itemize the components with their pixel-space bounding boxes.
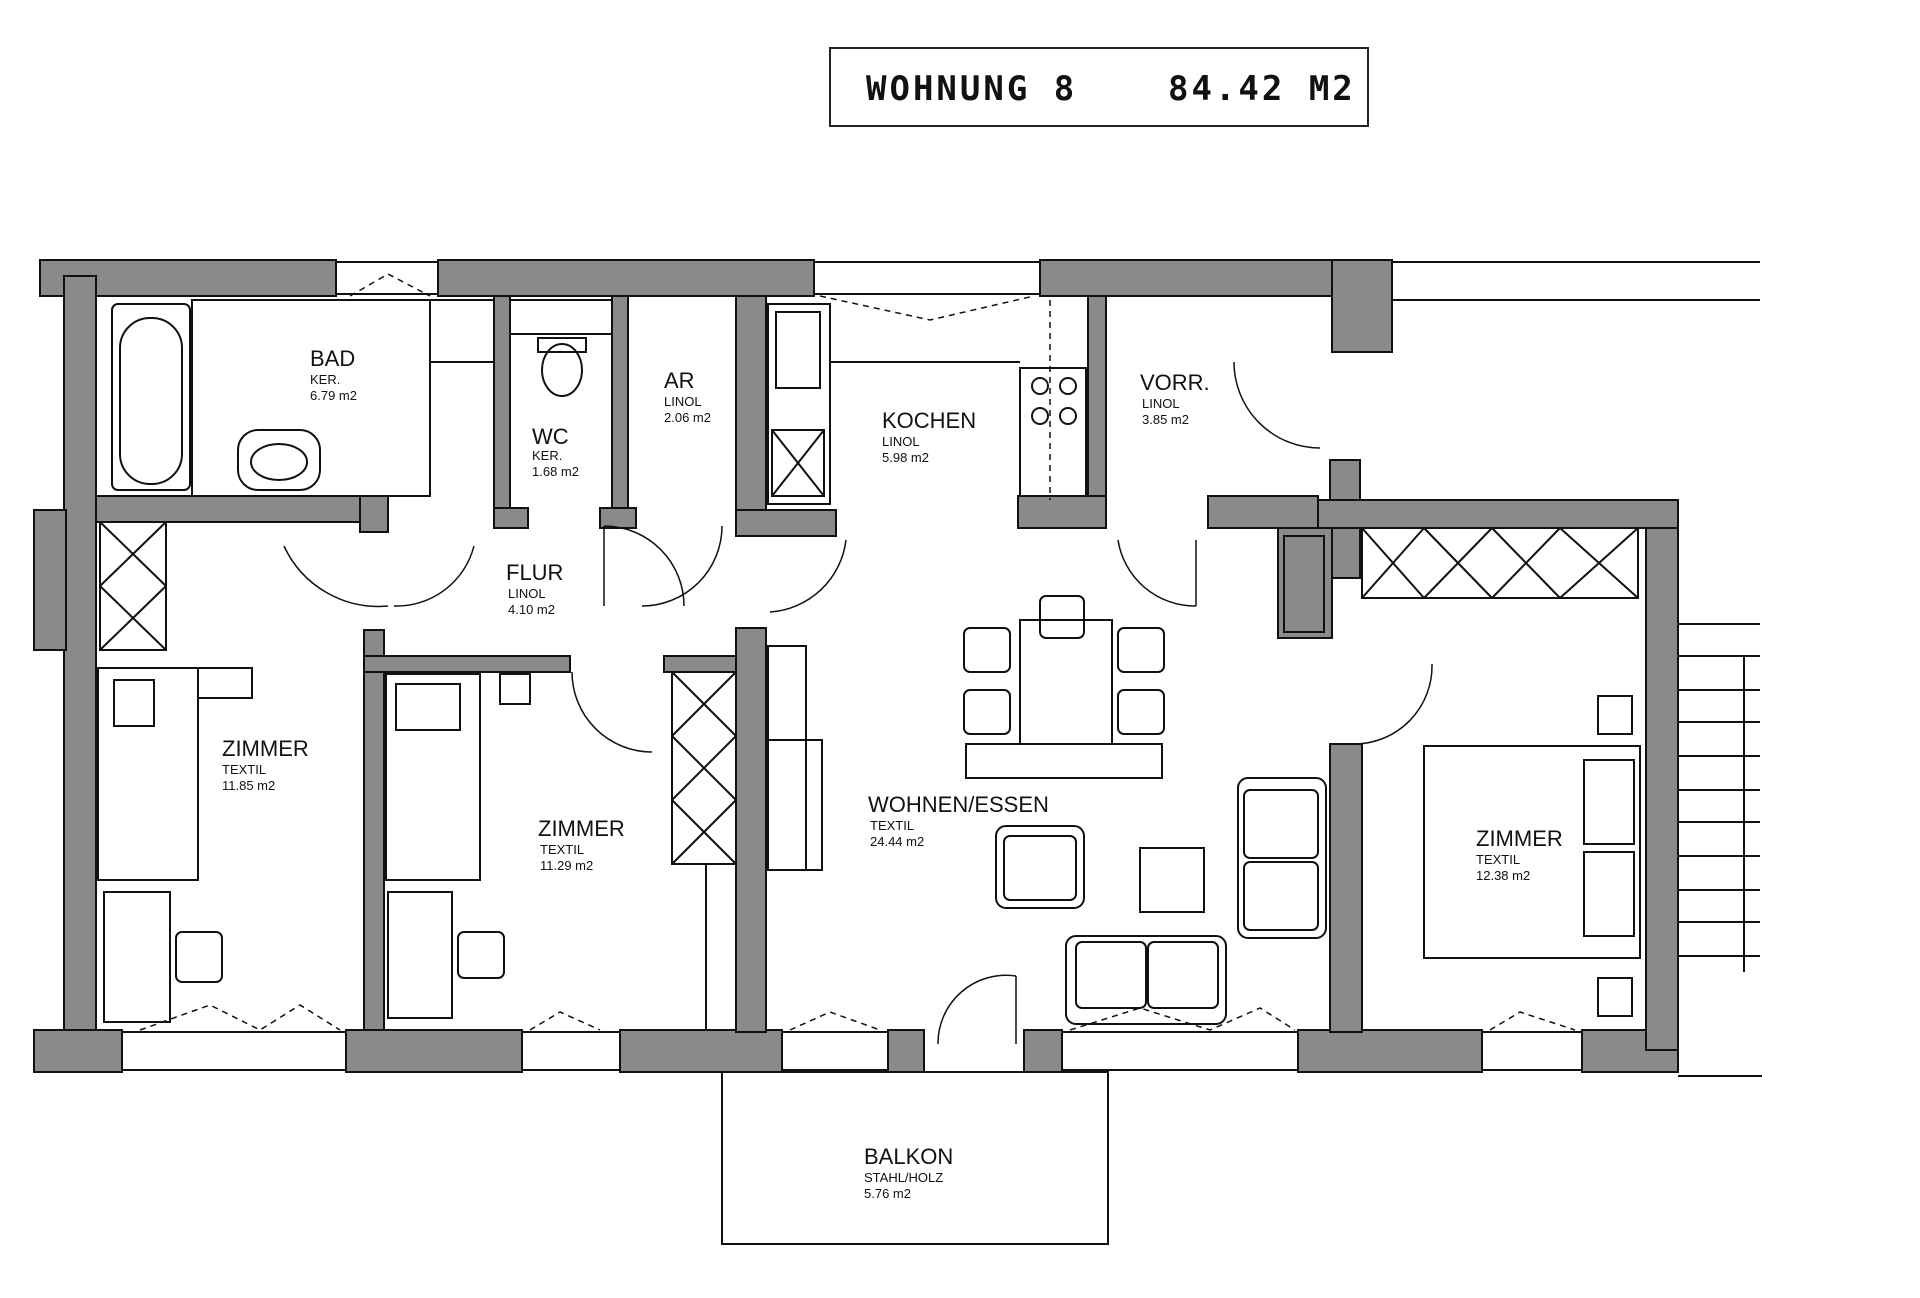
room-ar-name: AR <box>664 368 695 393</box>
room-balkon-name: BALKON <box>864 1144 953 1169</box>
room-zimmer-left-area: 11.85 m2 <box>222 778 275 793</box>
room-flur-area: 4.10 m2 <box>508 602 555 617</box>
room-vorr-floor: LINOL <box>1142 396 1180 411</box>
windows <box>122 261 1762 1077</box>
room-wohnen: WOHNEN/ESSEN TEXTIL 24.44 m2 <box>868 792 1049 849</box>
room-vorr-area: 3.85 m2 <box>1142 412 1189 427</box>
middle-bedroom-furniture <box>385 671 737 1030</box>
doors <box>283 361 1433 1045</box>
plan-title: WOHNUNG 8 84.42 M2 <box>829 47 1369 127</box>
room-zimmer-middle-area: 11.29 m2 <box>540 858 593 873</box>
room-ar-area: 2.06 m2 <box>664 410 711 425</box>
bath-fixtures <box>111 299 613 497</box>
room-wohnen-area: 24.44 m2 <box>870 834 924 849</box>
stairs <box>1678 623 1760 972</box>
interior-walls <box>95 295 1363 1033</box>
room-vorr-name: VORR. <box>1140 370 1210 395</box>
room-flur-name: FLUR <box>506 560 563 585</box>
left-bedroom-furniture <box>97 521 253 1023</box>
room-flur: FLUR LINOL 4.10 m2 <box>506 560 563 617</box>
room-kochen-floor: LINOL <box>882 434 920 449</box>
room-bad-area: 6.79 m2 <box>310 388 357 403</box>
room-balkon-floor: STAHL/HOLZ <box>864 1170 943 1185</box>
room-zimmer-left-name: ZIMMER <box>222 736 309 761</box>
room-zimmer-right-floor: TEXTIL <box>1476 852 1520 867</box>
room-zimmer-left-floor: TEXTIL <box>222 762 266 777</box>
room-ar-floor: LINOL <box>664 394 702 409</box>
exterior-walls <box>33 259 1679 1073</box>
room-zimmer-right-name: ZIMMER <box>1476 826 1563 851</box>
room-flur-floor: LINOL <box>508 586 546 601</box>
room-wc-floor: KER. <box>532 448 562 463</box>
room-zimmer-middle-name: ZIMMER <box>538 816 625 841</box>
room-kochen-area: 5.98 m2 <box>882 450 929 465</box>
room-zimmer-right: ZIMMER TEXTIL 12.38 m2 <box>1476 826 1563 883</box>
room-wc: WC KER. 1.68 m2 <box>532 424 579 479</box>
living-furniture <box>765 595 1327 1025</box>
room-wc-area: 1.68 m2 <box>532 464 579 479</box>
room-wc-name: WC <box>532 424 569 449</box>
room-zimmer-right-area: 12.38 m2 <box>1476 868 1530 883</box>
room-wohnen-name: WOHNEN/ESSEN <box>868 792 1049 817</box>
room-zimmer-middle: ZIMMER TEXTIL 11.29 m2 <box>538 816 625 873</box>
balcony <box>721 1071 1109 1245</box>
room-balkon-area: 5.76 m2 <box>864 1186 911 1201</box>
room-zimmer-left: ZIMMER TEXTIL 11.85 m2 <box>222 736 309 793</box>
room-bad-name: BAD <box>310 346 355 371</box>
room-bad-floor: KER. <box>310 372 340 387</box>
room-zimmer-middle-floor: TEXTIL <box>540 842 584 857</box>
unit-area: 84.42 M2 <box>1168 69 1356 109</box>
unit-label: WOHNUNG 8 <box>866 69 1077 109</box>
room-ar: AR LINOL 2.06 m2 <box>664 368 711 425</box>
room-vorr: VORR. LINOL 3.85 m2 <box>1140 370 1210 427</box>
room-balkon: BALKON STAHL/HOLZ 5.76 m2 <box>864 1144 953 1201</box>
room-kochen-name: KOCHEN <box>882 408 976 433</box>
room-bad: BAD KER. 6.79 m2 <box>310 346 357 403</box>
room-kochen: KOCHEN LINOL 5.98 m2 <box>882 408 976 465</box>
right-bedroom-furniture <box>1283 527 1641 1017</box>
kitchen-fixtures <box>767 300 1087 505</box>
room-wohnen-floor: TEXTIL <box>870 818 914 833</box>
